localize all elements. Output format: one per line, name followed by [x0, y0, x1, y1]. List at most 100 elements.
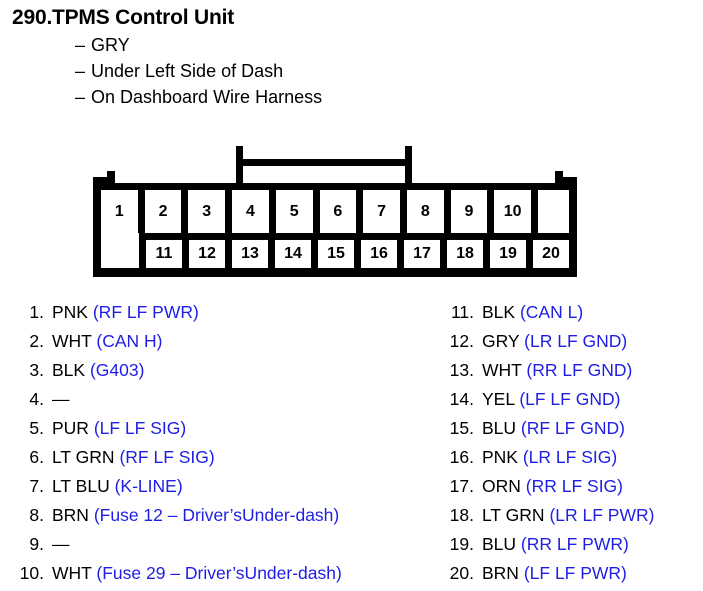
pin-list-row: 11.BLK (CAN L)	[440, 298, 703, 327]
wire-color-code: WHT	[52, 563, 92, 583]
note-text: Under Left Side of Dash	[91, 61, 284, 81]
pin-cell-3[interactable]: 3	[181, 183, 226, 233]
pin-cell-5[interactable]: 5	[268, 183, 313, 233]
connector-latch-post-right	[405, 146, 412, 183]
pin-description: WHT (Fuse 29 – Driver’sUnder-dash)	[44, 559, 342, 588]
wire-color-code: WHT	[482, 360, 522, 380]
pin-list-row: 12.GRY (LR LF GND)	[440, 327, 703, 356]
pin-number: 2.	[29, 331, 44, 351]
pin-cell-15[interactable]: 15	[311, 233, 354, 268]
pin-cell-11[interactable]: 11	[139, 233, 182, 268]
pin-number: 1.	[29, 302, 44, 322]
dash-bullet-icon: –	[75, 35, 86, 55]
wire-color-code: ORN	[482, 476, 521, 496]
dash-bullet-icon: –	[75, 61, 86, 81]
pin-description: PUR (LF LF SIG)	[44, 414, 186, 443]
pin-cell-13[interactable]: 13	[225, 233, 268, 268]
pin-description: BLK (CAN L)	[474, 298, 583, 327]
pin-description: YEL (LF LF GND)	[474, 385, 620, 414]
pin-signal-name: (K-LINE)	[114, 476, 183, 496]
pin-number: 6.	[29, 447, 44, 467]
title-item-name: TPMS Control Unit	[52, 6, 235, 29]
pin-description: GRY (LR LF GND)	[474, 327, 627, 356]
pin-signal-name: (G403)	[89, 360, 145, 380]
wire-color-code: BLU	[482, 418, 517, 438]
pin-number: 14.	[449, 389, 474, 409]
note-text: On Dashboard Wire Harness	[91, 87, 323, 107]
pin-cell-16[interactable]: 16	[354, 233, 397, 268]
pin-cell-18[interactable]: 18	[440, 233, 483, 268]
pin-signal-name: (RR LF GND)	[526, 360, 633, 380]
pin-description: BLU (RR LF PWR)	[474, 530, 629, 559]
pin-cell-7[interactable]: 7	[356, 183, 400, 233]
pin-cell-17[interactable]: 17	[397, 233, 440, 268]
pin-number: 20.	[449, 563, 474, 583]
pin-list-row: 7.LT BLU (K-LINE)	[14, 472, 434, 501]
connector-pin-row-top: 1 2 3 4 5 6 7 8 9 10	[101, 183, 570, 233]
pin-list-row: 13.WHT (RR LF GND)	[440, 356, 703, 385]
pin-description: LT BLU (K-LINE)	[44, 472, 183, 501]
pin-list-row: 15.BLU (RF LF GND)	[440, 414, 703, 443]
pin-signal-name: (RF LF SIG)	[119, 447, 215, 467]
header-block: 290. TPMS Control Unit – GRY – Under Lef…	[12, 6, 672, 108]
pin-number: 17.	[449, 476, 474, 496]
pin-list-right: 11.BLK (CAN L)12.GRY (LR LF GND)13.WHT (…	[440, 298, 703, 588]
wire-color-code: PNK	[482, 447, 518, 467]
connector-notch-left	[101, 177, 115, 185]
page-title: 290. TPMS Control Unit	[12, 6, 672, 30]
pin-signal-name: (LR LF PWR)	[549, 505, 655, 525]
wire-color-code: LT GRN	[482, 505, 545, 525]
pin-list-row: 6.LT GRN (RF LF SIG)	[14, 443, 434, 472]
pin-cell-20[interactable]: 20	[526, 233, 569, 268]
wire-color-code: BRN	[52, 505, 89, 525]
pin-signal-name: (LF LF SIG)	[93, 418, 187, 438]
connector-latch-bar	[236, 159, 412, 166]
pin-signal-name: (RR LF PWR)	[520, 534, 629, 554]
connector-shell-right-wall	[569, 177, 577, 277]
pin-cell-8[interactable]: 8	[399, 183, 444, 233]
pin-number: 7.	[29, 476, 44, 496]
pin-number: 11.	[450, 302, 474, 322]
pin-description: LT GRN (RF LF SIG)	[44, 443, 215, 472]
pin-cell-9[interactable]: 9	[443, 183, 488, 233]
pin-cell-2[interactable]: 2	[137, 183, 182, 233]
pin-list-row: 1.PNK (RF LF PWR)	[14, 298, 434, 327]
pin-list-row: 19.BLU (RR LF PWR)	[440, 530, 703, 559]
wire-color-code: BLU	[482, 534, 517, 554]
connector-notch-riser-left	[107, 171, 115, 181]
pin-number: 4.	[29, 389, 44, 409]
pin-cell-6[interactable]: 6	[312, 183, 357, 233]
connector-pin-row-bottom: 11 12 13 14 15 16 17 18 19 20	[101, 233, 569, 268]
pin-list-row: 20.BRN (LF LF PWR)	[440, 559, 703, 588]
pin-list-row: 16.PNK (LR LF SIG)	[440, 443, 703, 472]
pin-cell-14[interactable]: 14	[268, 233, 311, 268]
pin-cell-1[interactable]: 1	[101, 183, 138, 233]
pin-signal-name: (CAN H)	[96, 331, 163, 351]
pin-list-row: 18.LT GRN (LR LF PWR)	[440, 501, 703, 530]
note-line-location: – Under Left Side of Dash	[12, 61, 672, 82]
pin-description: BLK (G403)	[44, 356, 144, 385]
pin-cell-19[interactable]: 19	[483, 233, 526, 268]
pin-cell-10[interactable]: 10	[487, 183, 532, 233]
note-line-connector-color: – GRY	[12, 35, 672, 56]
pin-number: 19.	[449, 534, 474, 554]
wire-color-code: BRN	[482, 563, 519, 583]
pin-number: 13.	[449, 360, 474, 380]
pin-signal-name: (LF LF PWR)	[523, 563, 627, 583]
pin-cell-12[interactable]: 12	[182, 233, 225, 268]
pin-number: 16.	[449, 447, 474, 467]
title-item-number: 290.	[12, 6, 53, 29]
pin-signal-name: (Fuse 29 – Driver’sUnder-dash)	[96, 563, 342, 583]
pin-signal-name: (CAN L)	[519, 302, 584, 322]
pin-list-row: 8.BRN (Fuse 12 – Driver’sUnder-dash)	[14, 501, 434, 530]
pin-description: BRN (LF LF PWR)	[474, 559, 627, 588]
pin-description: WHT (RR LF GND)	[474, 356, 632, 385]
pin-description: PNK (LR LF SIG)	[474, 443, 617, 472]
pin-cell-4[interactable]: 4	[225, 183, 269, 233]
connector-shell-bottom-bar	[93, 268, 577, 277]
pin-signal-name: (LR LF GND)	[524, 331, 628, 351]
pin-number: 12.	[449, 331, 474, 351]
connector-notch-right	[555, 177, 569, 185]
pin-description: ORN (RR LF SIG)	[474, 472, 623, 501]
pin-list-row: 5.PUR (LF LF SIG)	[14, 414, 434, 443]
